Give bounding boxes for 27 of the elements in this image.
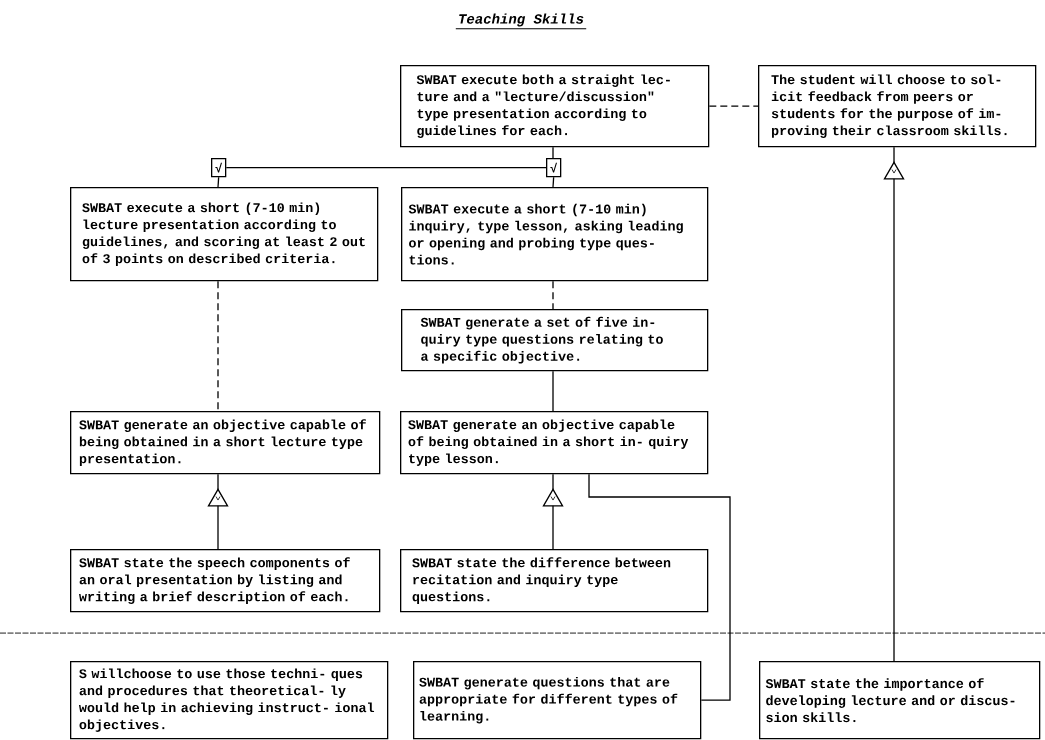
objective-box: The student will choose to sol- icit feedback from peers or students for the purpose of im- proving their classroom skills. xyxy=(758,65,1037,148)
connector-line xyxy=(552,176,555,188)
objective-box: SWBAT state the difference between recitation and inquiry type questions. xyxy=(400,549,709,613)
connector-line xyxy=(708,105,759,107)
connector-line xyxy=(883,146,905,662)
objective-box: SWBAT generate questions that are appropriate for different types of learning. xyxy=(413,661,702,740)
connector-line xyxy=(552,280,554,310)
connector-line xyxy=(552,146,554,159)
connector-line xyxy=(542,473,564,550)
objective-box: S willchoose to use those techni- ques and procedures that theoretical- ly would help in achieving instruct- ional objectives. xyxy=(70,661,389,740)
objective-box: SWBAT generate an objective capable of being obtained in a short lecture type presentation. xyxy=(70,411,381,475)
title: Teaching Skills xyxy=(459,13,584,27)
objective-box: SWBAT generate an objective capable of being obtained in a short in- quiry type lesson. xyxy=(400,411,709,475)
objective-box: SWBAT state the importance of developing lecture and or discus- sion skills. xyxy=(759,661,1041,740)
connector-line xyxy=(225,167,547,169)
check-box: √ xyxy=(546,158,562,178)
connector-line xyxy=(217,176,220,188)
check-box: √ xyxy=(211,158,227,178)
connector-line xyxy=(207,473,229,550)
objective-box: SWBAT generate a set of five in- quiry type questions relating to a specific objective. xyxy=(401,309,709,372)
connector-line xyxy=(552,370,554,412)
objective-box: SWBAT state the speech components of an oral presentation by listing and writing a brief description of each. xyxy=(70,549,381,613)
objective-box: SWBAT execute a short (7-10 min) lecture presentation according to guidelines, and scoring at least 2 out of 3 points on described criteria. xyxy=(70,187,379,282)
objective-box: SWBAT execute a short (7-10 min) inquiry, type lesson, asking leading or opening and probing type ques- tions. xyxy=(401,187,709,282)
connector-line xyxy=(217,280,219,412)
objective-box: SWBAT execute both a straight lec- ture and a "lecture/discussion" type presentation according to guidelines for each. xyxy=(400,65,710,148)
connector-line xyxy=(588,473,731,701)
